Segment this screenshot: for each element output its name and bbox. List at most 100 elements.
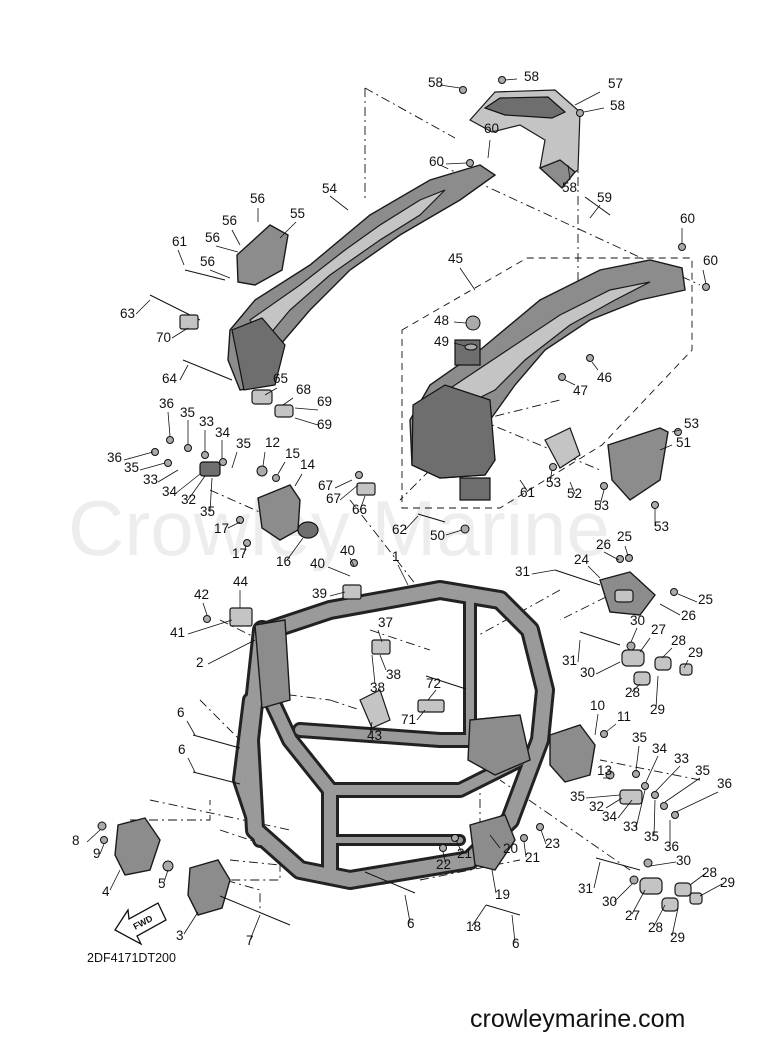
callout-51: 51	[676, 435, 691, 450]
callout-47: 47	[573, 383, 588, 398]
callout-21: 21	[457, 846, 472, 861]
callout-56: 56	[250, 191, 265, 206]
callout-38: 38	[370, 680, 385, 695]
callout-8: 8	[72, 833, 80, 848]
callout-5: 5	[158, 876, 166, 891]
callout-34: 34	[162, 484, 178, 499]
engine-mount-plate-part-4	[114, 817, 161, 876]
callout-30: 30	[602, 894, 617, 909]
callout-17: 17	[214, 521, 229, 536]
leader-lines	[86, 78, 723, 943]
callout-13: 13	[597, 763, 612, 778]
side-plate-part-51	[607, 427, 669, 501]
callout-30: 30	[630, 613, 645, 628]
callout-35: 35	[695, 763, 710, 778]
callout-16: 16	[276, 554, 291, 569]
callout-10: 10	[590, 698, 605, 713]
callout-54: 54	[322, 181, 338, 196]
callout-35: 35	[236, 436, 251, 451]
callout-58: 58	[524, 69, 539, 84]
fastener-group	[97, 76, 710, 885]
callout-49: 49	[434, 334, 449, 349]
callout-27: 27	[625, 908, 640, 923]
callout-35: 35	[200, 504, 215, 519]
callout-33: 33	[674, 751, 689, 766]
callout-39: 39	[312, 586, 327, 601]
callout-36: 36	[107, 450, 122, 465]
callout-52: 52	[567, 486, 582, 501]
callout-15: 15	[285, 446, 300, 461]
callout-31: 31	[562, 653, 577, 668]
callout-46: 46	[597, 370, 612, 385]
callout-60: 60	[703, 253, 718, 268]
callout-56: 56	[222, 213, 237, 228]
callout-22: 22	[436, 857, 451, 872]
callout-71: 71	[401, 712, 416, 727]
callout-6: 6	[407, 916, 415, 931]
callout-35: 35	[644, 829, 659, 844]
callout-70: 70	[156, 330, 171, 345]
callout-32: 32	[589, 799, 604, 814]
callout-19: 19	[495, 887, 510, 902]
watermark-text: Crowley Marine	[68, 484, 610, 572]
callout-18: 18	[466, 919, 481, 934]
callout-37: 37	[378, 615, 393, 630]
lower-bracket-part-20	[469, 814, 516, 871]
callout-34: 34	[652, 741, 668, 756]
callout-61: 61	[172, 234, 187, 249]
callout-57: 57	[608, 76, 623, 91]
callout-27: 27	[651, 622, 666, 637]
callout-42: 42	[194, 587, 209, 602]
callout-33: 33	[623, 819, 638, 834]
callout-4: 4	[102, 884, 110, 899]
callout-36: 36	[664, 839, 679, 854]
bushing-part-16	[297, 521, 319, 539]
callout-67: 67	[326, 491, 341, 506]
left-frame-rail-part-54	[227, 164, 497, 391]
site-url[interactable]: crowleymarine.com	[470, 1005, 685, 1033]
callout-6: 6	[177, 705, 185, 720]
callout-56: 56	[200, 254, 215, 269]
callout-53: 53	[654, 519, 669, 534]
callout-14: 14	[300, 457, 316, 472]
forward-arrow: FWD	[114, 902, 167, 946]
diagram-code: 2DF4171DT200	[87, 951, 176, 965]
callout-7: 7	[246, 933, 254, 948]
callout-60: 60	[429, 154, 444, 169]
top-bracket-part-57	[469, 89, 581, 190]
callout-28: 28	[625, 685, 640, 700]
callout-29: 29	[650, 702, 665, 717]
callout-35: 35	[180, 405, 195, 420]
callout-2: 2	[196, 655, 204, 670]
callout-58: 58	[562, 180, 577, 195]
callout-11: 11	[617, 709, 631, 724]
callout-29: 29	[688, 645, 703, 660]
callout-31: 31	[515, 564, 530, 579]
callout-58: 58	[610, 98, 625, 113]
callout-35: 35	[632, 730, 647, 745]
callout-60: 60	[484, 121, 499, 136]
callout-33: 33	[143, 472, 158, 487]
bracket-part-55	[236, 224, 289, 286]
callout-35: 35	[570, 789, 585, 804]
callout-20: 20	[503, 841, 518, 856]
callout-6: 6	[512, 936, 520, 951]
assembly-group-45-outline	[401, 257, 693, 509]
main-frame-part-1	[232, 580, 555, 890]
callout-28: 28	[671, 633, 686, 648]
callout-29: 29	[670, 930, 685, 945]
callout-45: 45	[448, 251, 463, 266]
callout-28: 28	[702, 865, 717, 880]
callout-67: 67	[318, 478, 333, 493]
callout-58: 58	[428, 75, 443, 90]
callout-40: 40	[310, 556, 325, 571]
callout-9: 9	[93, 846, 101, 861]
callout-34: 34	[215, 425, 231, 440]
callout-40: 40	[340, 543, 355, 558]
callout-28: 28	[648, 920, 663, 935]
callout-6: 6	[178, 742, 186, 757]
callout-66: 66	[352, 502, 367, 517]
